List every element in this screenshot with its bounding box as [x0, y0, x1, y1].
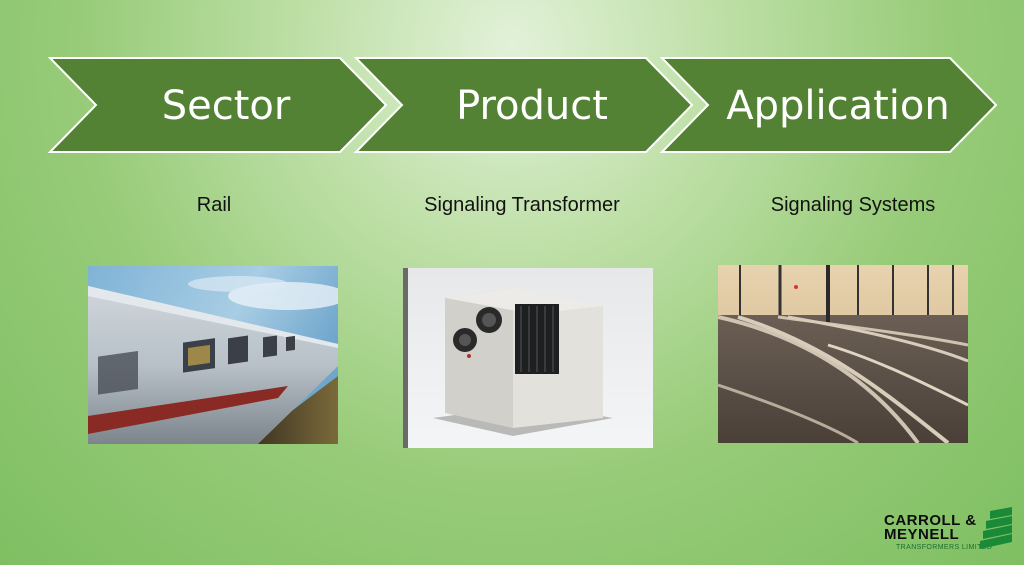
chevron-application	[659, 57, 998, 153]
chevron-product	[353, 57, 694, 153]
chevron-label-application: Application	[726, 83, 950, 129]
logo-line-2: MEYNELL	[884, 526, 960, 543]
logo-line-1: CARROLL &	[884, 512, 977, 529]
train-photo	[88, 266, 338, 444]
caption-signaling-systems: Signaling Systems	[770, 194, 936, 216]
transformer-photo	[403, 268, 653, 448]
caption-rail: Rail	[196, 194, 232, 216]
chevron-sector	[47, 57, 388, 153]
logo-stripes-icon	[980, 507, 1012, 549]
chevron-label-product: Product	[456, 83, 608, 129]
railway-tracks-photo	[718, 265, 968, 443]
logo-line-3: TRANSFORMERS LIMITED	[896, 544, 993, 551]
chevron-label-sector: Sector	[161, 83, 291, 129]
process-chevrons	[47, 57, 998, 153]
caption-signaling-transformer: Signaling Transformer	[424, 194, 620, 216]
company-logo: CARROLL & MEYNELL TRANSFORMERS LIMITED	[880, 505, 1015, 557]
